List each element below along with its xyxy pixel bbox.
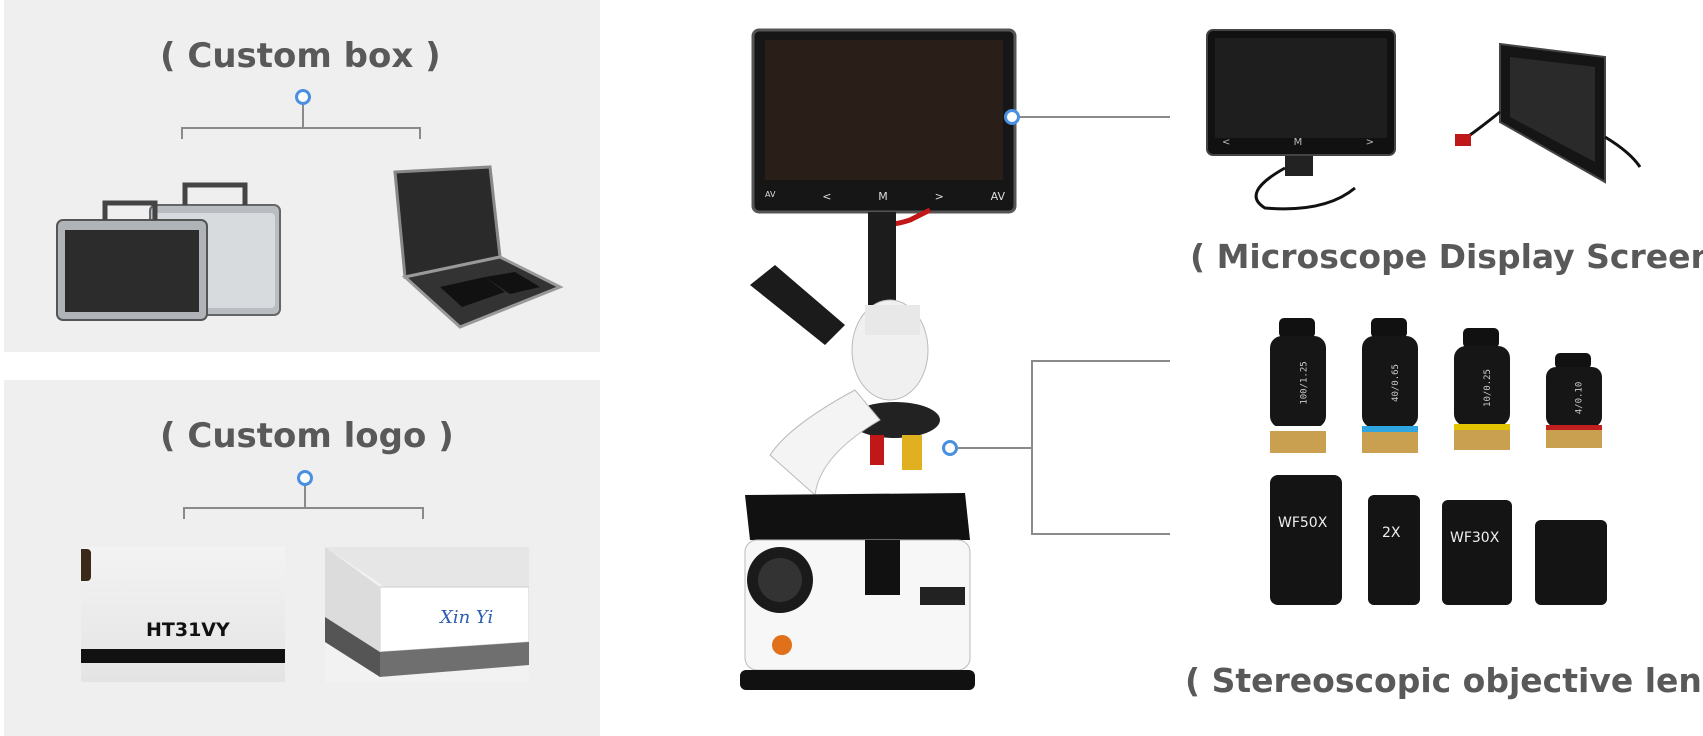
objective-label-3: 10/0.25 bbox=[1482, 369, 1493, 407]
eyepiece-label-1: WF50X bbox=[1278, 515, 1328, 531]
objective-lens-4-icon bbox=[1546, 353, 1602, 448]
logo-sample-2-shape bbox=[325, 547, 529, 677]
custom-box-connector-l bbox=[181, 127, 183, 139]
screen-connector bbox=[1020, 116, 1170, 118]
objective-lens-3-icon bbox=[1454, 328, 1510, 450]
custom-logo-connector-l bbox=[183, 507, 185, 519]
monitor-btn-2: < bbox=[822, 190, 832, 203]
custom-box-title: ( Custom box ) bbox=[160, 36, 441, 76]
custom-box-connector-v bbox=[302, 105, 304, 127]
logo-sample-2: Xin Yi bbox=[325, 547, 529, 682]
objectives-row: 100/1.25 40/0.65 10/0.25 4/0.10 bbox=[1265, 318, 1615, 468]
monitor-btn-4: > bbox=[934, 190, 944, 203]
lens-connector-h bbox=[958, 447, 1033, 449]
objective-lens-title: ( Stereoscopic objective lens ) bbox=[1185, 661, 1703, 700]
display-btn-2: M bbox=[1293, 137, 1303, 148]
objective-lens-1-icon bbox=[1270, 318, 1326, 453]
display-screen-side-icon bbox=[1455, 42, 1642, 184]
lens-marker bbox=[942, 440, 958, 456]
lens-connector-bottom bbox=[1031, 533, 1170, 535]
eyepiece-3: WF30X bbox=[1442, 500, 1512, 605]
custom-logo-connector-r bbox=[422, 507, 424, 519]
aluminum-case-closed-icon bbox=[56, 182, 281, 321]
display-screen-title: ( Microscope Display Screen ) bbox=[1190, 237, 1703, 276]
custom-box-connector-h bbox=[181, 127, 421, 129]
display-front-buttons: < M > bbox=[1222, 137, 1374, 148]
display-btn-1: < bbox=[1222, 137, 1231, 148]
monitor-button-bar: AV < M > AV bbox=[765, 190, 1005, 206]
custom-logo-title: ( Custom logo ) bbox=[160, 416, 454, 456]
objective-label-4: 4/0.10 bbox=[1574, 381, 1585, 415]
monitor-btn-1: AV bbox=[765, 190, 776, 199]
display-screen-front-icon bbox=[1206, 29, 1396, 211]
logo-sample-1: HT31VY bbox=[81, 547, 285, 682]
lens-connector-v bbox=[1031, 360, 1033, 535]
custom-logo-connector-v bbox=[304, 486, 306, 508]
eyepiece-label-2: 2X bbox=[1382, 525, 1401, 541]
eyepiece-2: 2X bbox=[1368, 495, 1420, 605]
eyepiece-1: WF50X bbox=[1270, 475, 1342, 605]
eyepiece-label-3: WF30X bbox=[1450, 530, 1500, 546]
eyepiece-4 bbox=[1535, 520, 1607, 605]
logo-text-2: Xin Yi bbox=[440, 607, 494, 628]
objective-label-2: 40/0.65 bbox=[1390, 364, 1401, 402]
logo-sample-1-knob bbox=[81, 549, 91, 581]
microscope-icon bbox=[740, 28, 1017, 690]
monitor-btn-3: M bbox=[878, 190, 888, 203]
custom-box-connector-r bbox=[419, 127, 421, 139]
custom-box-marker bbox=[295, 89, 311, 105]
logo-text-1: HT31VY bbox=[146, 619, 230, 641]
lens-connector-top bbox=[1031, 360, 1170, 362]
monitor-btn-5: AV bbox=[990, 190, 1005, 203]
custom-logo-connector-h bbox=[183, 507, 424, 509]
aluminum-case-open-icon bbox=[393, 165, 564, 329]
custom-logo-marker bbox=[297, 470, 313, 486]
screen-marker bbox=[1004, 109, 1020, 125]
objective-label-1: 100/1.25 bbox=[1299, 361, 1310, 405]
eyepieces-row: WF50X 2X WF30X bbox=[1270, 475, 1620, 610]
display-btn-3: > bbox=[1365, 137, 1374, 148]
logo-sample-1-stripe bbox=[81, 649, 285, 663]
objective-lens-2-icon bbox=[1362, 318, 1418, 453]
